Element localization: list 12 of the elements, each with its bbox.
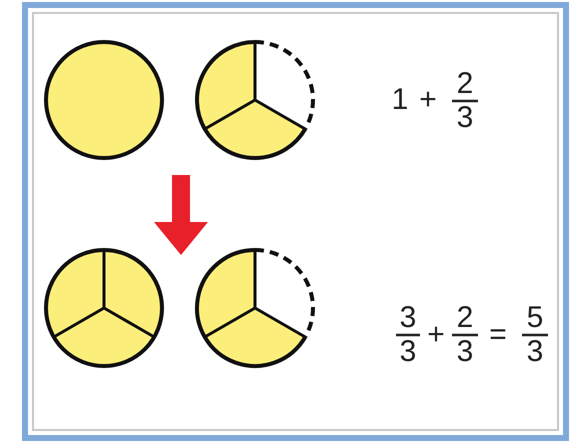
number-label: 1: [392, 85, 408, 115]
number-label: 2: [456, 69, 474, 99]
number-label: 3: [400, 337, 416, 367]
operator-label: +: [427, 320, 445, 350]
operator-label: +: [419, 85, 437, 115]
operator-label: =: [489, 320, 507, 350]
number-label: 3: [456, 103, 474, 133]
number-label: 3: [456, 337, 474, 367]
number-label: 3: [400, 303, 416, 333]
number-label: 3: [526, 337, 544, 367]
number-label: 5: [526, 303, 544, 333]
number-label: 2: [456, 303, 474, 333]
